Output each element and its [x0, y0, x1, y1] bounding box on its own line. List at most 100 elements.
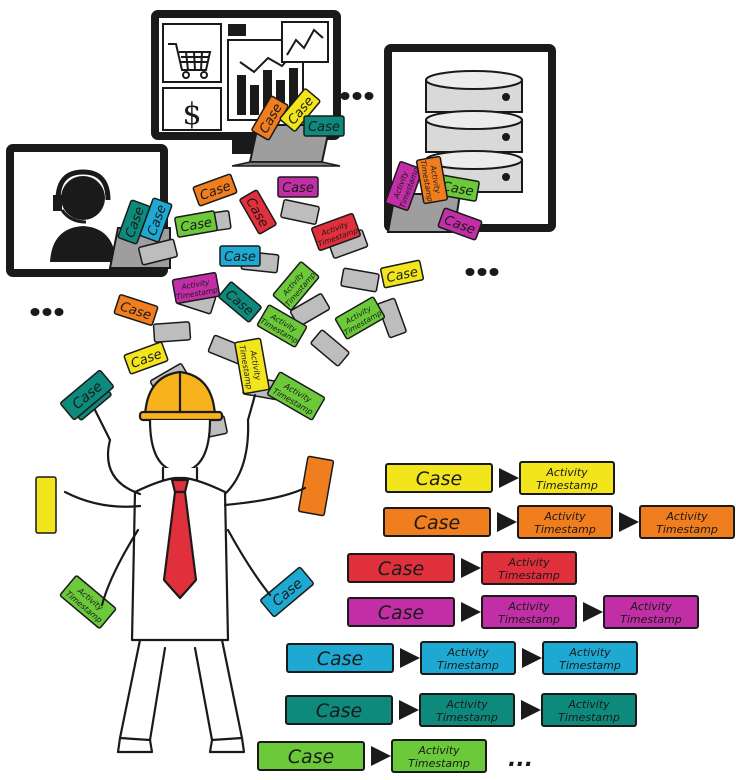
line-chart-icon — [281, 21, 329, 63]
case-label: Case — [288, 746, 335, 768]
activity-label: Activity — [629, 600, 672, 613]
case-label: Case — [378, 558, 425, 580]
case-label: Case — [316, 700, 363, 722]
case-label: Case — [179, 215, 213, 235]
activity-label: Activity — [445, 698, 488, 711]
timestamp-label: Timestamp — [498, 569, 560, 582]
blank-card — [340, 267, 380, 293]
case-card: Case — [385, 463, 493, 493]
case-card: Case — [139, 197, 173, 243]
case-label: Case — [441, 179, 475, 199]
blank-card — [138, 238, 178, 266]
activity-label: Activity — [543, 510, 586, 523]
case-card: Case — [257, 741, 365, 771]
ellipsis-dot — [42, 308, 52, 316]
case-card: Case — [383, 507, 491, 537]
ellipsis-dot — [352, 92, 362, 100]
case-card: Case — [239, 189, 277, 235]
ellipsis-dot — [340, 92, 350, 100]
case-card: Case — [347, 597, 455, 627]
timestamp-label: Timestamp — [408, 757, 470, 770]
timestamp-label: Timestamp — [534, 523, 596, 536]
blank-card — [152, 321, 192, 343]
case-card: Case — [347, 553, 455, 583]
case-label: Case — [385, 265, 419, 286]
timestamp-label: Timestamp — [656, 523, 718, 536]
activity-label: Activity — [665, 510, 708, 523]
blank-card — [310, 329, 350, 367]
case-label: Case — [308, 120, 340, 135]
case-label: Case — [378, 602, 425, 624]
timestamp-label: Timestamp — [436, 711, 498, 724]
timestamp-label: Timestamp — [620, 613, 682, 626]
case-card: Case — [219, 245, 261, 267]
blank-card — [377, 297, 407, 339]
timestamp-label: Timestamp — [437, 659, 499, 672]
ellipsis-dot — [54, 308, 64, 316]
case-card: Case — [379, 259, 425, 289]
svg-text:$: $ — [182, 97, 201, 132]
case-label: Case — [317, 648, 364, 670]
timestamp-label: Timestamp — [498, 613, 560, 626]
timestamp-label: Timestamp — [559, 659, 621, 672]
shopping-cart-icon — [162, 23, 222, 83]
held-card — [35, 476, 57, 534]
dollar-icon: $ — [162, 87, 222, 132]
case-card: Case — [303, 115, 345, 137]
activity-label: Activity — [417, 744, 460, 757]
case-label: Case — [414, 512, 461, 534]
case-card: Case — [218, 281, 262, 323]
case-card: Case — [123, 341, 169, 375]
activity-label: Activity — [545, 466, 588, 479]
ellipsis-dot — [489, 268, 499, 276]
activity-label: Activity — [507, 556, 550, 569]
ellipsis-dot — [465, 268, 475, 276]
activity-label: Activity — [567, 698, 610, 711]
case-card: Case — [277, 176, 319, 198]
activity-label: Activity — [446, 646, 489, 659]
ellipsis-dot — [30, 308, 40, 316]
case-card: Case — [113, 294, 159, 326]
held-card — [297, 455, 335, 517]
case-card: Case — [174, 210, 218, 238]
case-card: Case — [286, 643, 394, 673]
hard-hat-icon — [138, 370, 224, 422]
case-card: Case — [192, 173, 238, 207]
monitor-shop: $ — [151, 10, 341, 154]
ellipsis-dot — [477, 268, 487, 276]
case-card: Case — [285, 695, 393, 725]
ellipsis-dot — [364, 92, 374, 100]
case-label: Case — [224, 250, 256, 265]
support-agent-icon — [50, 169, 116, 262]
case-label: Case — [416, 468, 463, 490]
trace-row: Case ActivityTimestamp... — [257, 739, 533, 773]
trace-ellipsis: ... — [508, 747, 533, 772]
blank-card — [280, 199, 320, 225]
activity-label: Activity — [568, 646, 611, 659]
